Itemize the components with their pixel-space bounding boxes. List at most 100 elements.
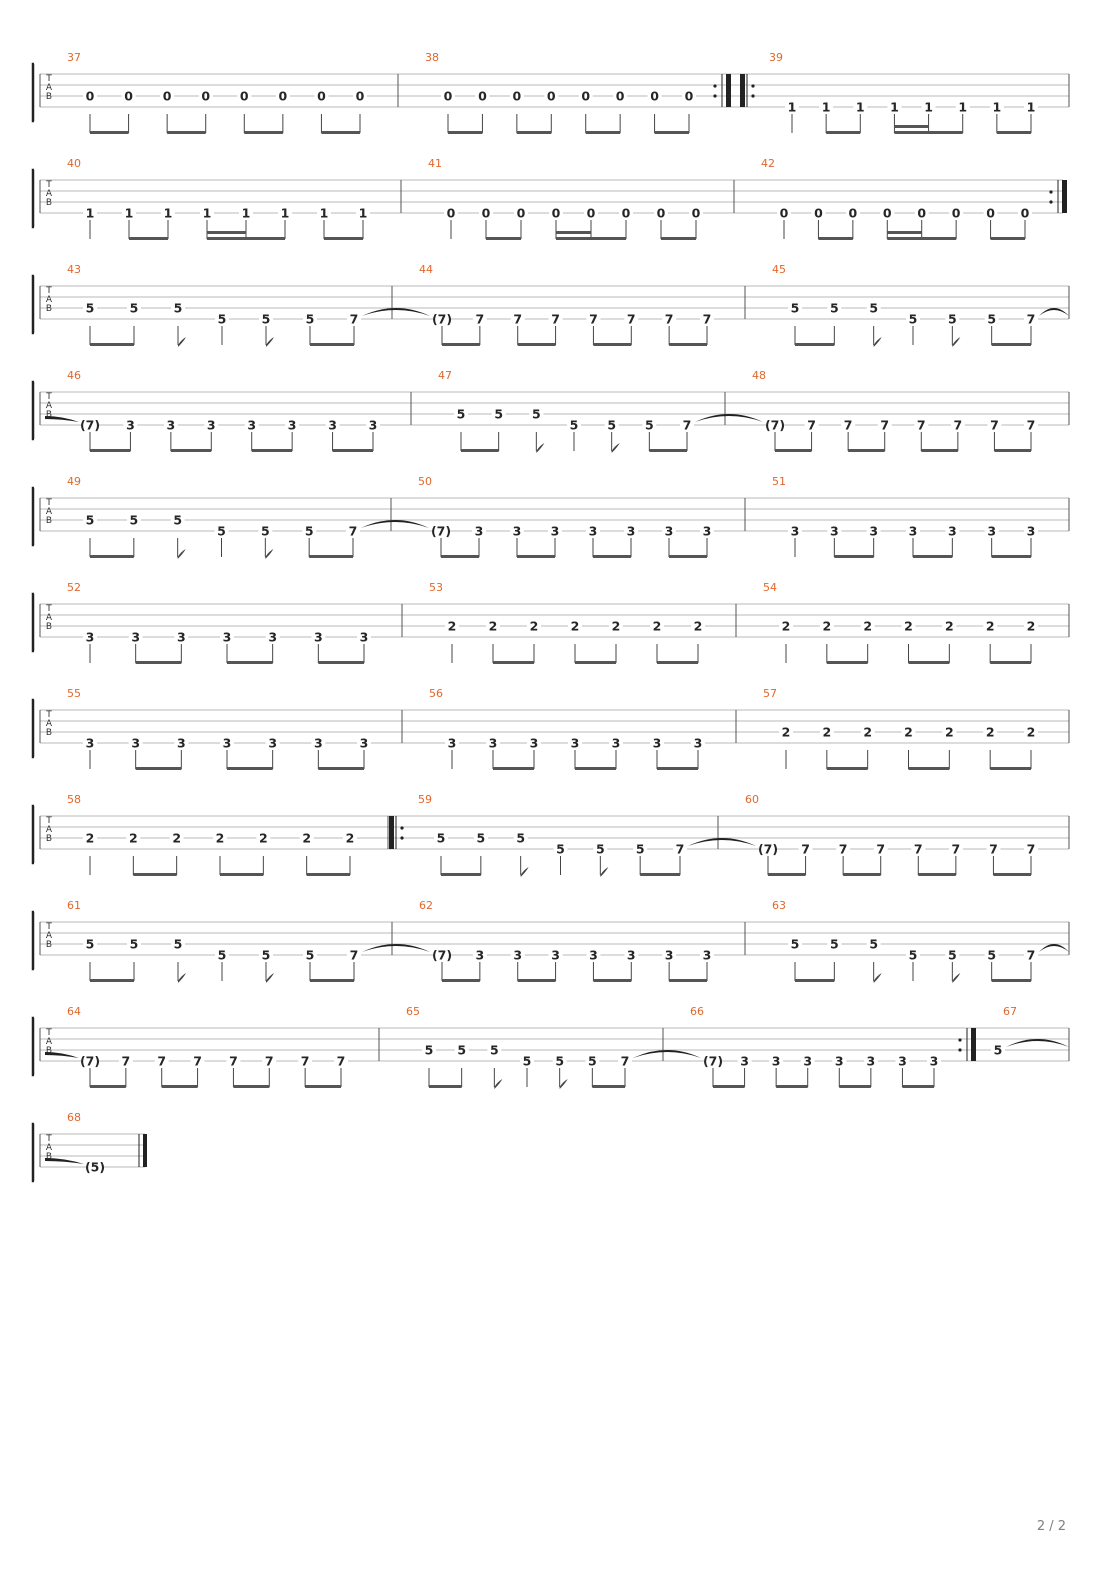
note-bg: [434, 831, 448, 844]
tab-clef-t: T: [45, 498, 52, 508]
note-bg: [788, 301, 802, 314]
fret-number: 2: [86, 831, 95, 846]
repeat-dot: [1049, 200, 1053, 204]
note-bg: [83, 1054, 97, 1067]
final-thick-bar: [143, 1134, 147, 1167]
note-bg: [473, 831, 488, 844]
note-bg: [927, 1054, 941, 1067]
eighth-flag: [494, 1079, 503, 1089]
measure-number: 63: [772, 899, 786, 912]
tab-clef-a: A: [46, 825, 53, 835]
note-bg: [198, 89, 213, 102]
note-bg: [873, 842, 888, 855]
fret-number: 5: [532, 407, 541, 422]
note-bg: [311, 630, 326, 643]
repeat-start-thick-bar: [740, 74, 745, 107]
note-bg: [83, 301, 97, 314]
note-bg: [586, 524, 600, 537]
fret-number: 3: [803, 1054, 812, 1069]
tab-clef-a: A: [46, 83, 53, 93]
fret-number: 5: [791, 937, 800, 952]
tab-clef-t: T: [45, 180, 52, 190]
fret-number: 2: [612, 619, 621, 634]
fret-number: 2: [1027, 619, 1036, 634]
beam: [908, 661, 950, 664]
note-bg: [548, 312, 563, 325]
beam: [90, 1085, 126, 1088]
note-bg: [568, 736, 582, 749]
note-bg: [901, 725, 916, 738]
beam: [996, 131, 1031, 134]
fret-number: 0: [952, 206, 961, 221]
beam: [493, 767, 534, 770]
beam: [441, 873, 481, 876]
note-bg: [991, 1043, 1005, 1056]
note-bg: [311, 736, 326, 749]
note-bg: [945, 312, 960, 325]
fret-number: 3: [126, 418, 135, 433]
fret-number: 2: [986, 725, 995, 740]
fret-number: (7): [80, 418, 100, 433]
note-bg: [347, 948, 361, 961]
beam: [848, 449, 885, 452]
note-bg: [673, 842, 687, 855]
beam: [135, 767, 182, 770]
note-bg: [213, 831, 227, 844]
fret-number: 7: [513, 312, 522, 327]
tab-clef-b: B: [46, 304, 52, 314]
note-bg: [262, 1054, 277, 1067]
beam: [894, 131, 963, 134]
tie-arc: [362, 944, 430, 952]
note-bg: [259, 948, 273, 961]
fret-number: (5): [85, 1160, 105, 1175]
note-bg: [317, 206, 331, 219]
tab-clef-b: B: [46, 198, 52, 208]
note-bg: [788, 937, 802, 950]
note-bg: [948, 842, 963, 855]
fret-number: 3: [369, 418, 378, 433]
note-bg: [154, 1054, 169, 1067]
fret-number: (7): [758, 842, 778, 857]
repeat-end-thick-bar: [971, 1028, 976, 1061]
fret-number: 3: [948, 524, 957, 539]
fret-number: 3: [489, 736, 498, 751]
system-bracket: [31, 486, 35, 547]
beam: [776, 1085, 808, 1088]
note-bg: [220, 630, 234, 643]
beam: [516, 131, 552, 134]
fret-number: 5: [261, 524, 270, 539]
fret-number: 3: [627, 524, 636, 539]
fret-number: 0: [657, 206, 666, 221]
note-bg: [942, 619, 957, 632]
repeat-dot: [1049, 190, 1053, 194]
fret-number: 2: [694, 619, 703, 634]
beam: [661, 237, 696, 240]
beam: [486, 237, 521, 240]
note-bg: [357, 736, 371, 749]
eighth-flag: [265, 549, 274, 559]
fret-number: 2: [822, 725, 831, 740]
fret-number: 5: [556, 842, 565, 857]
beam: [305, 1085, 341, 1088]
repeat-start-thick-bar: [389, 816, 394, 849]
note-bg: [118, 1054, 133, 1067]
note-bg: [827, 524, 842, 537]
fret-number: 0: [587, 206, 596, 221]
fret-number: 1: [281, 206, 290, 221]
measure-number: 64: [67, 1005, 81, 1018]
repeat-end-thick-bar: [726, 74, 731, 107]
measure-number: 51: [772, 475, 786, 488]
beam: [493, 661, 534, 664]
note-bg: [983, 619, 998, 632]
fret-number: 3: [268, 630, 277, 645]
note-bg: [83, 418, 97, 431]
fret-number: 5: [86, 513, 95, 528]
note-bg: [619, 206, 633, 219]
note-bg: [265, 736, 280, 749]
beam: [913, 555, 953, 558]
note-bg: [662, 524, 676, 537]
note-bg: [454, 407, 468, 420]
